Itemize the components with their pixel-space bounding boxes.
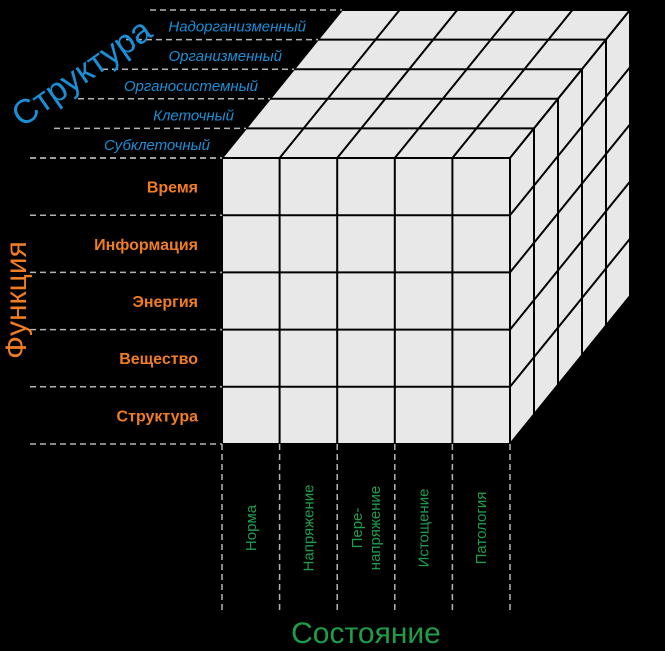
side-grid-line — [509, 180, 631, 331]
structure-level-label: Организменный — [169, 48, 283, 65]
function-axis-title: Функция — [0, 241, 33, 359]
state-item-label: Истощение — [416, 489, 433, 568]
side-grid-line — [509, 238, 631, 388]
top-grid-line — [394, 9, 516, 159]
top-grid-line — [278, 9, 401, 159]
function-item-label: Вещество — [119, 351, 198, 368]
structure-level-label: Надорганизменный — [168, 19, 306, 36]
state-item-label: Патология — [473, 492, 490, 565]
function-item-label: Структура — [117, 408, 199, 425]
side-grid-line — [509, 66, 631, 216]
front-face — [221, 157, 511, 445]
function-item-label: Энергия — [132, 294, 198, 311]
structure-axis-title: Структура — [5, 11, 159, 135]
function-item-label: Информация — [94, 237, 198, 254]
state-axis-title: Состояние — [291, 617, 441, 646]
state-item-label: Напряжение — [300, 485, 317, 572]
top-grid-line — [336, 9, 458, 159]
structure-level-label: Субклеточный — [104, 137, 211, 154]
state-item-label: Пере-напряжение — [349, 486, 384, 570]
state-item-label: Норма — [243, 504, 260, 551]
side-grid-line — [509, 123, 631, 274]
side-face — [509, 7, 631, 447]
top-grid-line — [451, 9, 574, 159]
function-item-label: Время — [147, 180, 198, 197]
structure-level-label: Органосистемный — [124, 78, 259, 95]
structure-level-label: Клеточный — [153, 107, 235, 124]
